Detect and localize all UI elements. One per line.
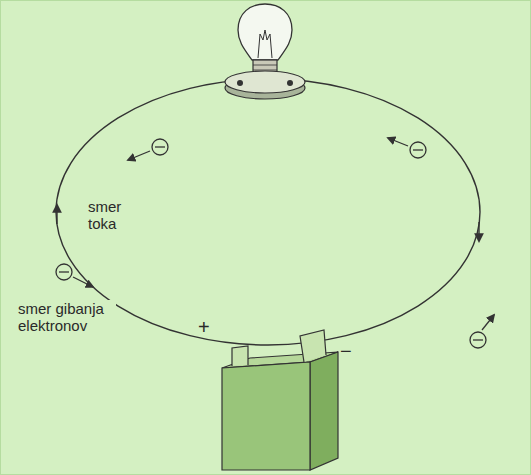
negative-terminal-label: −	[338, 340, 354, 362]
wire	[56, 79, 480, 345]
current-arrow	[478, 222, 479, 241]
positive-terminal-label: +	[196, 316, 212, 338]
battery	[222, 330, 338, 470]
electron-symbols	[56, 138, 494, 348]
current-arrow	[56, 205, 57, 224]
light-bulb	[225, 4, 305, 99]
electron-direction-label: smer gibanja elektronov	[16, 300, 116, 334]
flow-direction-label: smer toka	[86, 198, 150, 232]
